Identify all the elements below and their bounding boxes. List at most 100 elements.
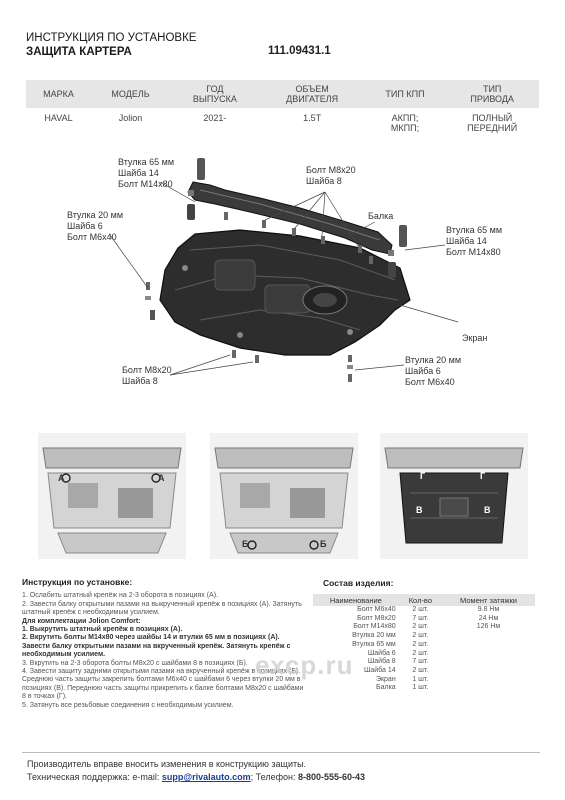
kit-item-torque — [442, 632, 535, 641]
kit-item-torque — [442, 641, 535, 650]
spec-year: 2021- — [203, 113, 227, 123]
photo-label-a-right: А — [158, 473, 165, 483]
kit-item-torque — [442, 684, 535, 693]
callout-bolt-m8-bottom: Болт М8х20 Шайба 8 — [122, 365, 172, 386]
kit-item-qty: 2 шт. — [412, 666, 429, 674]
callout-bushing-bolt-m14-right: Втулка 65 мм Шайба 14 Болт М14х80 — [446, 225, 503, 257]
photo-label-g-left: Г — [420, 471, 426, 481]
instruction-step-1: 1. Ослабить штатный крепёж на 2-3 оборот… — [22, 592, 218, 600]
instruction-step-4: 4. Завести защиту задними открытыми паза… — [22, 668, 304, 701]
spec-header-model: МОДЕЛЬ — [91, 80, 171, 108]
photo-step-1: А А — [38, 433, 186, 559]
kit-row: Экран 1 шт. — [313, 676, 535, 685]
kit-item-name: Втулка 20 мм — [352, 632, 396, 640]
kit-item-name: Балка — [376, 684, 396, 692]
bushing-65-right — [388, 225, 407, 278]
kit-row: Шайба 14 2 шт. — [313, 667, 535, 676]
part-number: 111.09431.1 — [268, 45, 331, 57]
kit-item-qty: 2 шт. — [412, 640, 429, 648]
kit-item-torque — [442, 667, 535, 676]
kit-item-qty: 1 шт. — [412, 675, 429, 683]
kit-item-name: Экран — [375, 675, 396, 683]
spec-brand: HAVAL — [44, 113, 73, 123]
bolts-m8-top — [224, 212, 373, 264]
photo-label-a-left: А — [58, 473, 65, 483]
watermark: ехср.ru — [255, 650, 354, 680]
kit-contents: Состав изделия: Наименование Кол-во Моме… — [313, 578, 535, 693]
support-label: Техническая поддержка: e-mail: — [27, 772, 162, 782]
callout-screen: Экран — [462, 333, 488, 343]
kit-col-name: Наименование — [313, 594, 399, 606]
footer-divider — [22, 752, 540, 753]
leader-lines — [109, 181, 459, 376]
spec-header-gearbox: ТИП КПП — [364, 80, 446, 108]
photo-step-3: Г Г В В — [380, 433, 528, 559]
callout-beam: Балка — [368, 211, 394, 221]
bushing-65-left — [187, 158, 205, 220]
footer-disclaimer: Производитель вправе вносить изменения в… — [27, 759, 307, 769]
kit-item-name: Болт М8х20 — [357, 614, 396, 622]
kit-col-torque: Момент затяжки — [442, 594, 535, 606]
assembly-diagram: Втулка 65 мм Шайба 14 Болт М14х80 Болт М… — [0, 150, 565, 425]
photo-step-2: Б Б — [210, 433, 358, 559]
callout-bushing-bolt-m6-left: Втулка 20 мм Шайба 6 Болт М6х40 — [67, 210, 124, 242]
kit-item-name: Шайба 6 — [367, 649, 396, 657]
kit-header-row: Наименование Кол-во Момент затяжки — [313, 594, 535, 606]
kit-item-qty: 2 шт. — [412, 632, 429, 640]
spec-header-brand: МАРКА — [26, 80, 92, 108]
bolts-bottom — [232, 350, 353, 382]
kit-item-name: Шайба 14 — [363, 666, 396, 674]
photo-label-b-left: Б — [242, 539, 249, 549]
callout-bushing-bolt-m14-left: Втулка 65 мм Шайба 14 Болт М14х80 — [118, 157, 175, 189]
support-email-link[interactable]: supp@rivalauto.com — [161, 772, 251, 782]
kit-row: Болт М8х20 7 шт. 24 Нм — [313, 615, 535, 624]
kit-row: Втулка 65 мм 2 шт. — [313, 641, 535, 650]
kit-item-name: Втулка 65 мм — [352, 640, 396, 648]
footer: Производитель вправе вносить изменения в… — [27, 758, 365, 784]
photo-label-b-right: Б — [320, 539, 327, 549]
kit-item-torque: 24 Нм — [478, 614, 499, 622]
kit-row: Втулка 20 мм 2 шт. — [313, 632, 535, 641]
kit-item-qty: 2 шт. — [412, 649, 429, 657]
document-title: ИНСТРУКЦИЯ ПО УСТАНОВКЕ ЗАЩИТА КАРТЕРА — [26, 31, 196, 59]
kit-item-torque: 126 Нм — [476, 623, 501, 631]
kit-row: Шайба 6 2 шт. — [313, 650, 535, 659]
photo-label-v-left: В — [416, 505, 423, 515]
kit-col-qty: Кол-во — [398, 594, 443, 606]
instruction-step-5: 5. Затянуть все резьбовые соединения с н… — [22, 701, 234, 709]
photo-label-v-right: В — [484, 505, 491, 515]
phone-label: ; Телефон: — [250, 772, 299, 782]
kit-item-name: Болт М6х40 — [357, 606, 396, 613]
callout-bushing-bolt-m6-right: Втулка 20 мм Шайба 6 Болт М6х40 — [405, 355, 462, 387]
support-phone: 8-800-555-60-43 — [298, 772, 366, 782]
installation-instructions: Инструкция по установке: 1. Ослабить шта… — [22, 578, 307, 710]
exploded-view-drawing — [109, 158, 459, 382]
skid-plate-part — [159, 229, 411, 356]
bolts-m6-left — [145, 282, 155, 320]
kit-item-torque — [442, 676, 535, 685]
kit-item-name: Болт М14х80 — [353, 623, 396, 631]
spec-engine: 1.5T — [303, 113, 322, 123]
installation-photos: А А Б Б Г Г В В — [38, 433, 533, 559]
spec-row: HAVAL Jolion 2021- 1.5T АКПП;МКПП; ПОЛНЫ… — [26, 108, 539, 142]
kit-table: Наименование Кол-во Момент затяжки Болт … — [313, 594, 535, 693]
spec-model: Jolion — [118, 113, 143, 123]
comfort-heading: Для комплектации Jolion Comfort: — [22, 617, 141, 625]
kit-item-qty: 7 шт. — [412, 614, 429, 622]
callout-bolt-m8-top: Болт М8х20 Шайба 8 — [306, 165, 356, 186]
kit-item-qty: 7 шт. — [412, 658, 429, 666]
title-line-1: ИНСТРУКЦИЯ ПО УСТАНОВКЕ — [26, 32, 197, 44]
photo-label-g-right: Г — [480, 471, 486, 481]
instruction-step-3: 3. Вкрутить на 2-3 оборота болты М8х20 с… — [22, 659, 248, 667]
kit-item-qty: 2 шт. — [412, 606, 429, 613]
kit-heading: Состав изделия: — [323, 578, 394, 588]
